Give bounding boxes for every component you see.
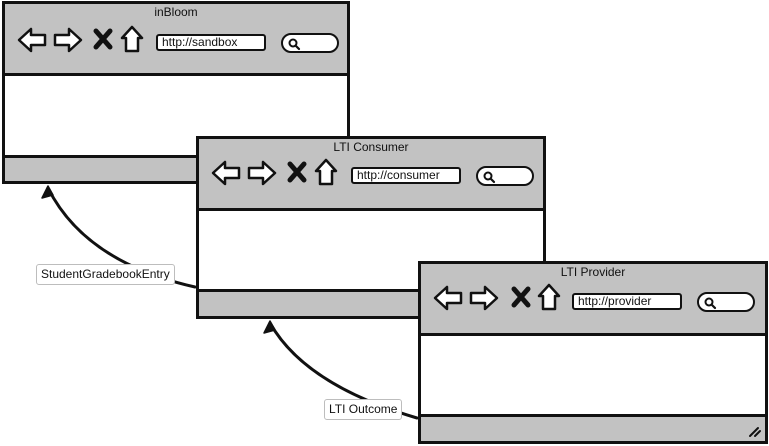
- search-field[interactable]: [697, 292, 755, 312]
- search-field[interactable]: [476, 166, 534, 186]
- url-field[interactable]: http://consumer: [351, 167, 461, 184]
- home-icon[interactable]: [314, 158, 338, 186]
- magnifier-icon: [288, 38, 301, 51]
- stop-x-icon[interactable]: [511, 286, 531, 308]
- back-arrow-icon[interactable]: [211, 160, 241, 186]
- forward-arrow-icon[interactable]: [53, 27, 83, 53]
- edge-arrowhead-lti-outcome: [263, 320, 276, 334]
- stop-x-icon[interactable]: [93, 28, 113, 50]
- toolbar: LTI Provider http://provider: [421, 264, 765, 336]
- window-title: inBloom: [154, 5, 198, 19]
- url-field[interactable]: http://sandbox: [156, 34, 266, 51]
- browser-window-lti-provider: LTI Provider http://provider: [418, 261, 768, 444]
- forward-arrow-icon[interactable]: [247, 160, 277, 186]
- home-icon[interactable]: [120, 25, 144, 53]
- forward-arrow-icon[interactable]: [469, 285, 499, 311]
- edge-label-student-gradebook-entry: StudentGradebookEntry: [36, 264, 175, 285]
- edge-arrowhead-student-gradebook-entry: [41, 185, 54, 199]
- toolbar: inBloom http://sandbox: [5, 4, 347, 76]
- window-title: LTI Consumer: [333, 140, 409, 154]
- back-arrow-icon[interactable]: [17, 27, 47, 53]
- back-arrow-icon[interactable]: [433, 285, 463, 311]
- stop-x-icon[interactable]: [287, 161, 307, 183]
- window-title: LTI Provider: [560, 265, 626, 279]
- search-field[interactable]: [281, 33, 339, 53]
- home-icon[interactable]: [537, 283, 561, 311]
- magnifier-icon: [483, 171, 496, 184]
- url-field[interactable]: http://provider: [572, 293, 682, 310]
- toolbar: LTI Consumer http://consumer: [199, 139, 543, 211]
- edge-label-lti-outcome: LTI Outcome: [324, 399, 403, 420]
- status-bar: [421, 414, 765, 441]
- magnifier-icon: [704, 297, 717, 310]
- resize-grip-icon[interactable]: [747, 425, 761, 437]
- browser-window-lti-consumer: LTI Consumer http://consumer: [196, 136, 546, 319]
